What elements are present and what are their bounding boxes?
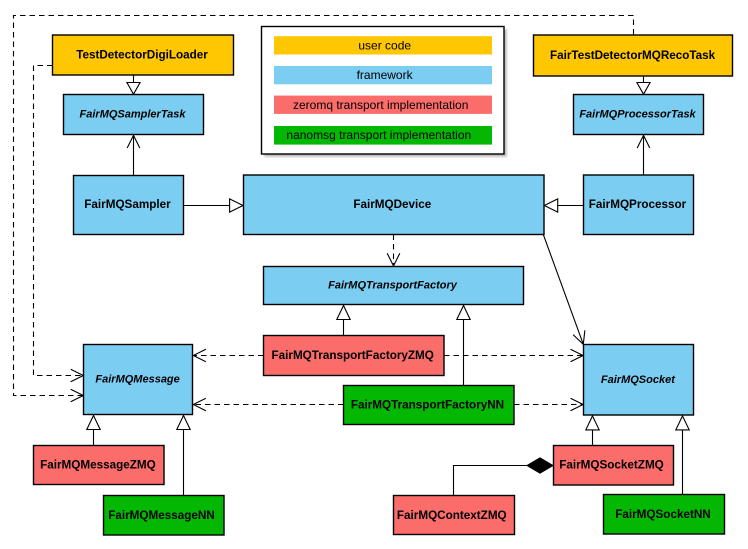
svg-text:FairMQContextZMQ: FairMQContextZMQ bbox=[397, 509, 507, 522]
svg-text:FairMQDevice: FairMQDevice bbox=[353, 198, 431, 211]
svg-text:FairMQProcessorTask: FairMQProcessorTask bbox=[579, 109, 696, 121]
svg-text:FairMQSocketNN: FairMQSocketNN bbox=[615, 508, 710, 521]
svg-text:FairMQMessage: FairMQMessage bbox=[95, 373, 179, 385]
svg-text:zeromq transport implementatio: zeromq transport implementation bbox=[293, 98, 468, 112]
svg-text:FairMQProcessor: FairMQProcessor bbox=[589, 198, 687, 211]
svg-text:FairMQTransportFactoryNN: FairMQTransportFactoryNN bbox=[351, 399, 504, 412]
svg-text:FairMQMessageNN: FairMQMessageNN bbox=[108, 509, 215, 522]
svg-text:FairMQSampler: FairMQSampler bbox=[84, 198, 171, 211]
svg-text:FairTestDetectorMQRecoTask: FairTestDetectorMQRecoTask bbox=[550, 49, 716, 62]
svg-text:user code: user code bbox=[358, 39, 411, 53]
svg-text:FairMQSocketZMQ: FairMQSocketZMQ bbox=[559, 459, 664, 472]
svg-text:FairMQSocket: FairMQSocket bbox=[601, 374, 676, 386]
svg-text:FairMQTransportFactoryZMQ: FairMQTransportFactoryZMQ bbox=[272, 349, 434, 362]
svg-text:framework: framework bbox=[357, 68, 414, 82]
svg-text:FairMQTransportFactory: FairMQTransportFactory bbox=[328, 280, 458, 292]
svg-text:nanomsg transport implementati: nanomsg transport implementation bbox=[286, 128, 471, 142]
svg-text:FairMQMessageZMQ: FairMQMessageZMQ bbox=[40, 459, 156, 472]
svg-text:TestDetectorDigiLoader: TestDetectorDigiLoader bbox=[76, 49, 208, 62]
svg-text:FairMQSamplerTask: FairMQSamplerTask bbox=[80, 109, 187, 121]
